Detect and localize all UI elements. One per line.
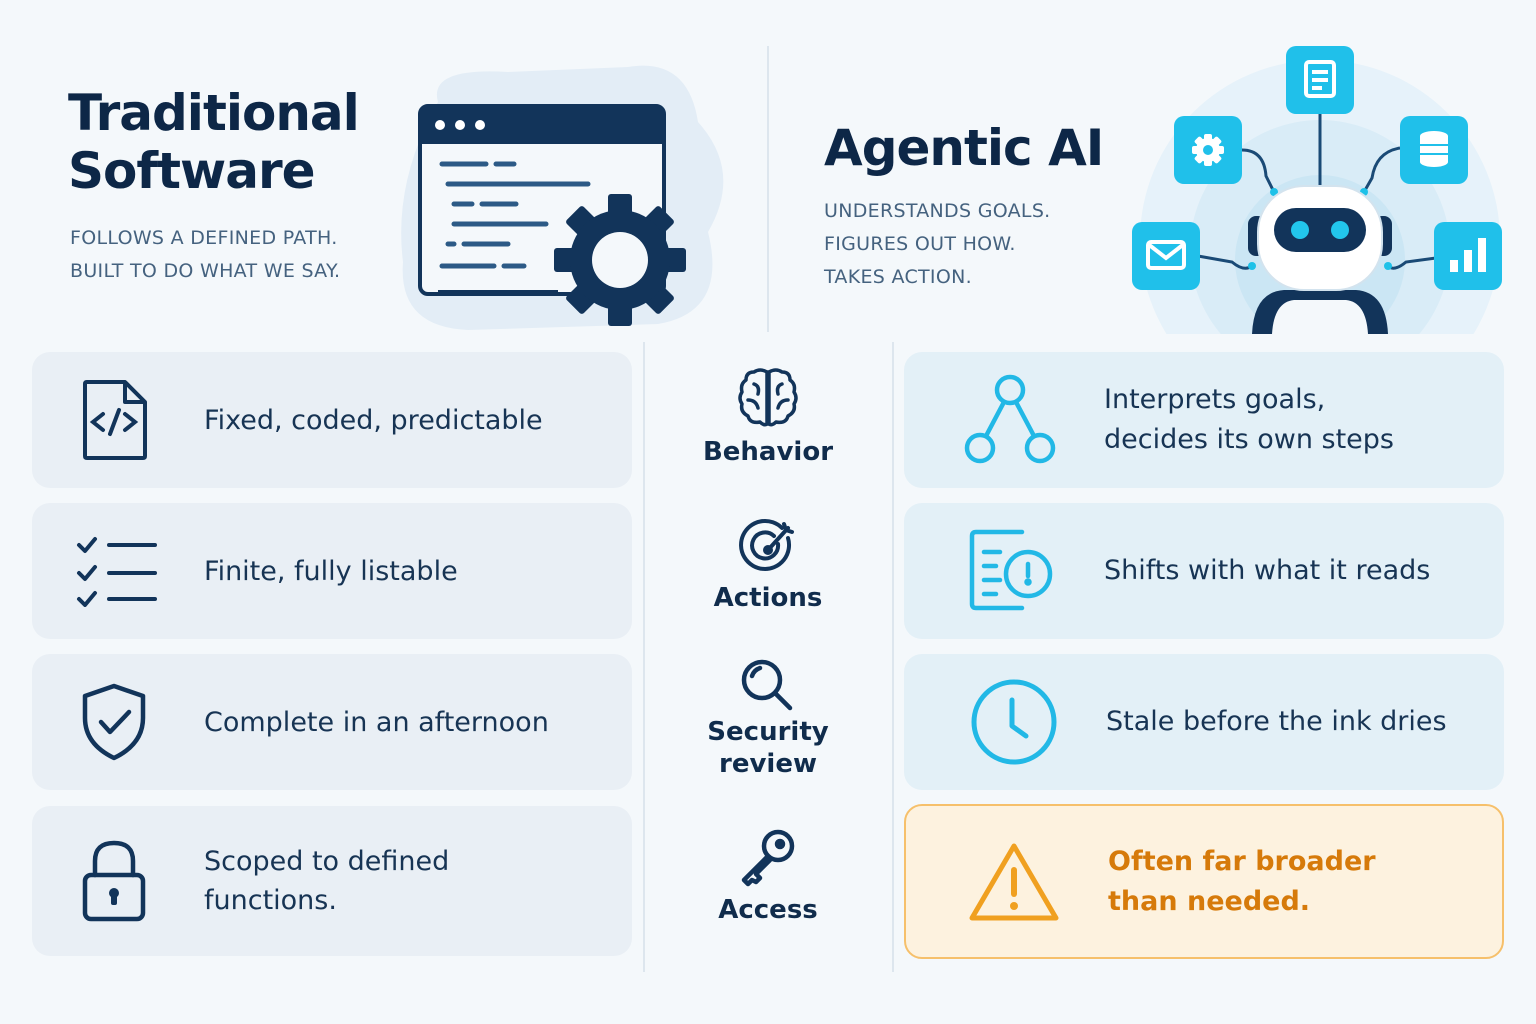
- padlock-icon: [74, 840, 154, 922]
- category-access-label: Access: [718, 895, 818, 925]
- traditional-actions-card: Finite, fully listable: [32, 503, 632, 639]
- category-security-line-2: review: [719, 749, 817, 779]
- traditional-behavior-card: Fixed, coded, predictable: [32, 352, 632, 488]
- robot-network-illustration: [1132, 46, 1502, 334]
- agentic-tagline: UNDERSTANDS GOALS. FIGURES OUT HOW. TAKE…: [824, 195, 1134, 294]
- agentic-behavior-line-2: decides its own steps: [1104, 424, 1394, 455]
- shield-check-icon: [74, 682, 154, 762]
- agentic-behavior-card: Interprets goals, decides its own steps: [904, 352, 1504, 488]
- traditional-behavior-text: Fixed, coded, predictable: [204, 404, 543, 436]
- agentic-tagline-line-2: FIGURES OUT HOW.: [824, 233, 1016, 255]
- code-file-icon: [74, 380, 154, 460]
- agentic-actions-text: Shifts with what it reads: [1104, 555, 1431, 586]
- agentic-actions-card: Shifts with what it reads: [904, 503, 1504, 639]
- category-security-review: Security review: [648, 658, 888, 780]
- target-icon: [739, 519, 794, 571]
- agentic-security-text: Stale before the ink dries: [1106, 706, 1447, 737]
- agentic-access-text: Often far broader than needed.: [1108, 842, 1482, 922]
- category-behavior: Behavior: [648, 364, 888, 468]
- traditional-tagline: FOLLOWS A DEFINED PATH. BUILT TO DO WHAT…: [70, 222, 400, 288]
- agentic-tagline-line-1: UNDERSTANDS GOALS.: [824, 200, 1051, 222]
- category-security-label: Security review: [707, 716, 828, 780]
- category-actions: Actions: [648, 516, 888, 614]
- code-window-gear-illustration: [401, 65, 724, 331]
- document-clock-icon: [964, 521, 1064, 621]
- header-divider: [767, 46, 769, 332]
- checklist-icon: [72, 531, 162, 611]
- traditional-tagline-line-2: BUILT TO DO WHAT WE SAY.: [70, 260, 341, 282]
- traditional-security-card: Complete in an afternoon: [32, 654, 632, 790]
- brain-icon: [738, 368, 798, 427]
- column-divider-left: [643, 342, 645, 972]
- traditional-title: Traditional Software: [68, 84, 360, 200]
- agentic-access-line-1: Often far broader: [1108, 845, 1376, 877]
- category-actions-label: Actions: [713, 583, 823, 613]
- agentic-access-card: Often far broader than needed.: [904, 804, 1504, 959]
- traditional-access-text: Scoped to defined functions.: [204, 842, 612, 920]
- column-divider-right: [892, 342, 894, 972]
- agentic-tagline-line-3: TAKES ACTION.: [824, 266, 972, 288]
- category-behavior-label: Behavior: [702, 437, 834, 467]
- agentic-behavior-line-1: Interprets goals,: [1104, 384, 1326, 415]
- key-icon: [741, 829, 795, 887]
- agentic-title: Agentic AI: [824, 119, 1104, 177]
- magnifier-icon: [741, 659, 793, 711]
- clock-icon: [964, 672, 1064, 772]
- traditional-actions-text: Finite, fully listable: [204, 555, 458, 587]
- traditional-access-line-1: Scoped to defined: [204, 846, 450, 877]
- branching-nodes-icon: [960, 370, 1060, 470]
- agentic-access-line-2: than needed.: [1108, 885, 1311, 917]
- traditional-security-text: Complete in an afternoon: [204, 706, 549, 738]
- traditional-tagline-line-1: FOLLOWS A DEFINED PATH.: [70, 227, 338, 249]
- category-access: Access: [648, 828, 888, 926]
- agentic-behavior-text: Interprets goals, decides its own steps: [1104, 380, 1484, 460]
- traditional-access-card: Scoped to defined functions.: [32, 806, 632, 956]
- traditional-access-line-2: functions.: [204, 885, 337, 916]
- agentic-security-card: Stale before the ink dries: [904, 654, 1504, 790]
- category-security-line-1: Security: [707, 717, 829, 747]
- warning-icon: [964, 832, 1064, 932]
